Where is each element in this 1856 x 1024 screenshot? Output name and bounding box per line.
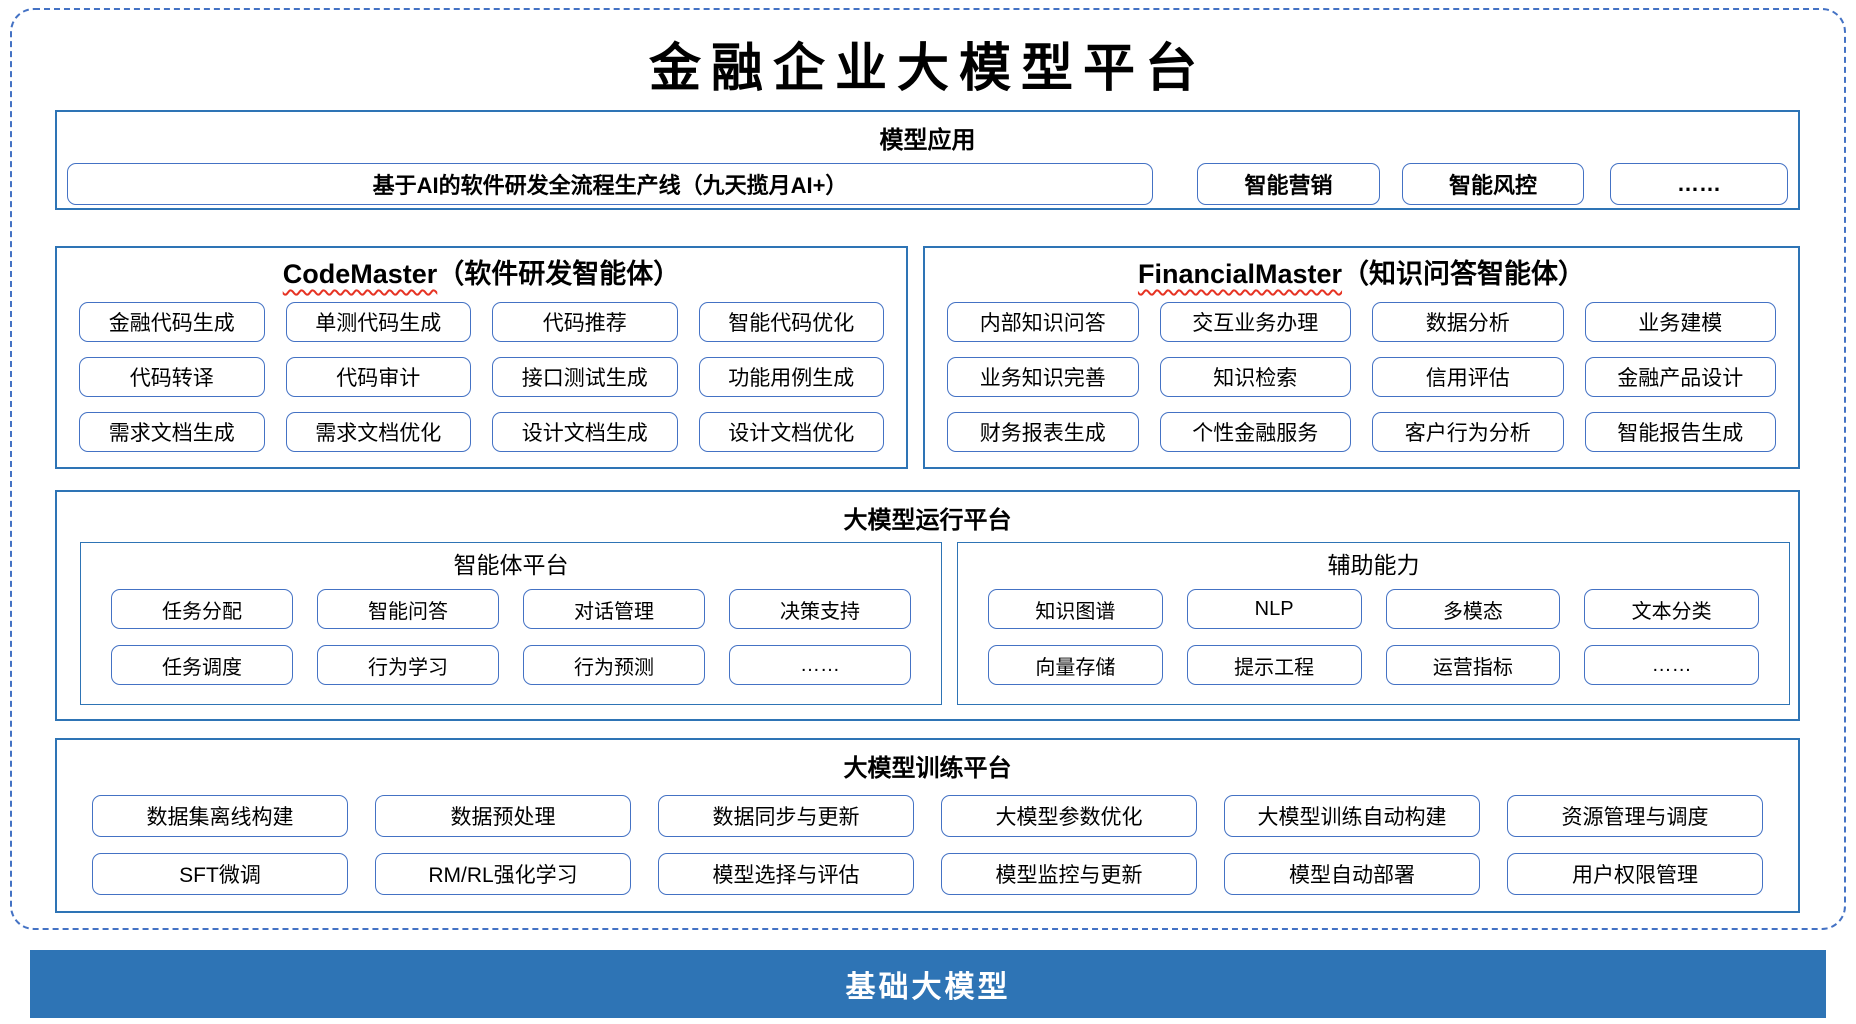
training-platform-item: 用户权限管理	[1507, 853, 1763, 895]
financialmaster-item: 数据分析	[1372, 302, 1564, 342]
runtime-platform-title: 大模型运行平台	[843, 507, 1012, 534]
financialmaster-title: FinancialMaster（知识问答智能体）	[925, 248, 1798, 292]
financialmaster-grid: 内部知识问答 交互业务办理 数据分析 业务建模 业务知识完善 知识检索 信用评估…	[925, 292, 1798, 452]
foundation-model-bar: 基础大模型	[30, 950, 1826, 1018]
training-platform-item: 模型选择与评估	[658, 853, 914, 895]
aux-capabilities-item: 提示工程	[1186, 645, 1362, 685]
training-platform-item: 模型监控与更新	[941, 853, 1197, 895]
financialmaster-item: 交互业务办理	[1159, 302, 1351, 342]
codemaster-item: 金融代码生成	[79, 302, 265, 342]
agent-platform-item: 行为学习	[317, 645, 499, 685]
app-item-ai-pipeline: 基于AI的软件研发全流程生产线（九天揽月AI+）	[67, 163, 1153, 205]
page-title: 金融企业大模型平台	[648, 38, 1207, 99]
financialmaster-item: 智能报告生成	[1584, 412, 1776, 452]
financialmaster-item: 客户行为分析	[1372, 412, 1564, 452]
outer-dashed-border	[10, 8, 1846, 930]
agent-platform-item: ……	[729, 645, 911, 685]
agent-platform-grid: 任务分配 智能问答 对话管理 决策支持 任务调度 行为学习 行为预测 ……	[81, 581, 941, 685]
section-runtime-platform: 大模型运行平台 智能体平台 任务分配 智能问答 对话管理 决策支持 任务调度 行…	[55, 490, 1800, 721]
codemaster-title-zh: （软件研发智能体）	[437, 259, 681, 289]
agent-platform-item: 行为预测	[523, 645, 705, 685]
financialmaster-item: 个性金融服务	[1159, 412, 1351, 452]
aux-capabilities-item: 多模态	[1385, 589, 1561, 629]
subsection-aux-capabilities: 辅助能力 知识图谱 NLP 多模态 文本分类 向量存储 提示工程 运营指标 ……	[957, 542, 1790, 705]
section-codemaster: CodeMaster（软件研发智能体） 金融代码生成 单测代码生成 代码推荐 智…	[55, 246, 908, 469]
agent-platform-item: 决策支持	[729, 589, 911, 629]
agent-platform-title: 智能体平台	[453, 552, 569, 578]
codemaster-item: 设计文档优化	[698, 412, 884, 452]
agent-platform-item: 任务调度	[111, 645, 293, 685]
training-platform-item: 数据预处理	[375, 795, 631, 837]
section-training-platform: 大模型训练平台 数据集离线构建 数据预处理 数据同步与更新 大模型参数优化 大模…	[55, 738, 1800, 913]
codemaster-item: 需求文档生成	[79, 412, 265, 452]
financialmaster-item: 业务知识完善	[947, 357, 1139, 397]
app-item-ellipsis: ……	[1610, 163, 1788, 205]
codemaster-item: 代码审计	[285, 357, 471, 397]
aux-capabilities-item: NLP	[1186, 589, 1362, 629]
aux-capabilities-grid: 知识图谱 NLP 多模态 文本分类 向量存储 提示工程 运营指标 ……	[958, 581, 1789, 685]
financialmaster-item: 财务报表生成	[947, 412, 1139, 452]
agent-platform-item: 智能问答	[317, 589, 499, 629]
app-item-smart-risk-control: 智能风控	[1402, 163, 1584, 205]
codemaster-title-en: CodeMaster	[282, 259, 438, 289]
financialmaster-item: 金融产品设计	[1584, 357, 1776, 397]
aux-capabilities-item: 知识图谱	[988, 589, 1163, 629]
aux-capabilities-item: 运营指标	[1385, 645, 1561, 685]
subsection-agent-platform: 智能体平台 任务分配 智能问答 对话管理 决策支持 任务调度 行为学习 行为预测…	[80, 542, 942, 705]
section-model-applications: 模型应用 基于AI的软件研发全流程生产线（九天揽月AI+） 智能营销 智能风控 …	[55, 110, 1800, 210]
model-applications-title: 模型应用	[879, 127, 976, 154]
training-platform-item: SFT微调	[92, 853, 348, 895]
model-applications-row: 基于AI的软件研发全流程生产线（九天揽月AI+） 智能营销 智能风控 ……	[57, 163, 1798, 205]
financialmaster-title-en: FinancialMaster	[1137, 259, 1343, 289]
codemaster-item: 设计文档生成	[492, 412, 678, 452]
codemaster-item: 接口测试生成	[492, 357, 678, 397]
codemaster-item: 代码转译	[79, 357, 265, 397]
agent-platform-item: 对话管理	[523, 589, 705, 629]
section-financialmaster: FinancialMaster（知识问答智能体） 内部知识问答 交互业务办理 数…	[923, 246, 1800, 469]
agent-platform-item: 任务分配	[111, 589, 293, 629]
training-platform-item: 大模型训练自动构建	[1224, 795, 1480, 837]
financialmaster-item: 内部知识问答	[947, 302, 1139, 342]
training-platform-item: 数据同步与更新	[658, 795, 914, 837]
training-platform-item: RM/RL强化学习	[375, 853, 631, 895]
financialmaster-item: 信用评估	[1372, 357, 1564, 397]
training-platform-item: 资源管理与调度	[1507, 795, 1763, 837]
financialmaster-item: 业务建模	[1584, 302, 1776, 342]
foundation-model-label: 基础大模型	[845, 971, 1011, 1004]
training-platform-grid: 数据集离线构建 数据预处理 数据同步与更新 大模型参数优化 大模型训练自动构建 …	[57, 783, 1798, 895]
aux-capabilities-item: 文本分类	[1584, 589, 1759, 629]
codemaster-item: 单测代码生成	[285, 302, 471, 342]
codemaster-item: 功能用例生成	[698, 357, 884, 397]
training-platform-item: 大模型参数优化	[941, 795, 1197, 837]
aux-capabilities-title: 辅助能力	[1327, 552, 1420, 578]
app-item-smart-marketing: 智能营销	[1197, 163, 1380, 205]
aux-capabilities-item: ……	[1584, 645, 1759, 685]
aux-capabilities-item: 向量存储	[988, 645, 1163, 685]
training-platform-item: 模型自动部署	[1224, 853, 1480, 895]
codemaster-grid: 金融代码生成 单测代码生成 代码推荐 智能代码优化 代码转译 代码审计 接口测试…	[57, 292, 906, 452]
codemaster-item: 代码推荐	[492, 302, 678, 342]
codemaster-item: 智能代码优化	[698, 302, 884, 342]
financialmaster-item: 知识检索	[1159, 357, 1351, 397]
training-platform-title: 大模型训练平台	[843, 755, 1012, 782]
training-platform-item: 数据集离线构建	[92, 795, 348, 837]
codemaster-title: CodeMaster（软件研发智能体）	[57, 248, 906, 292]
codemaster-item: 需求文档优化	[285, 412, 471, 452]
financialmaster-title-zh: （知识问答智能体）	[1342, 259, 1586, 289]
